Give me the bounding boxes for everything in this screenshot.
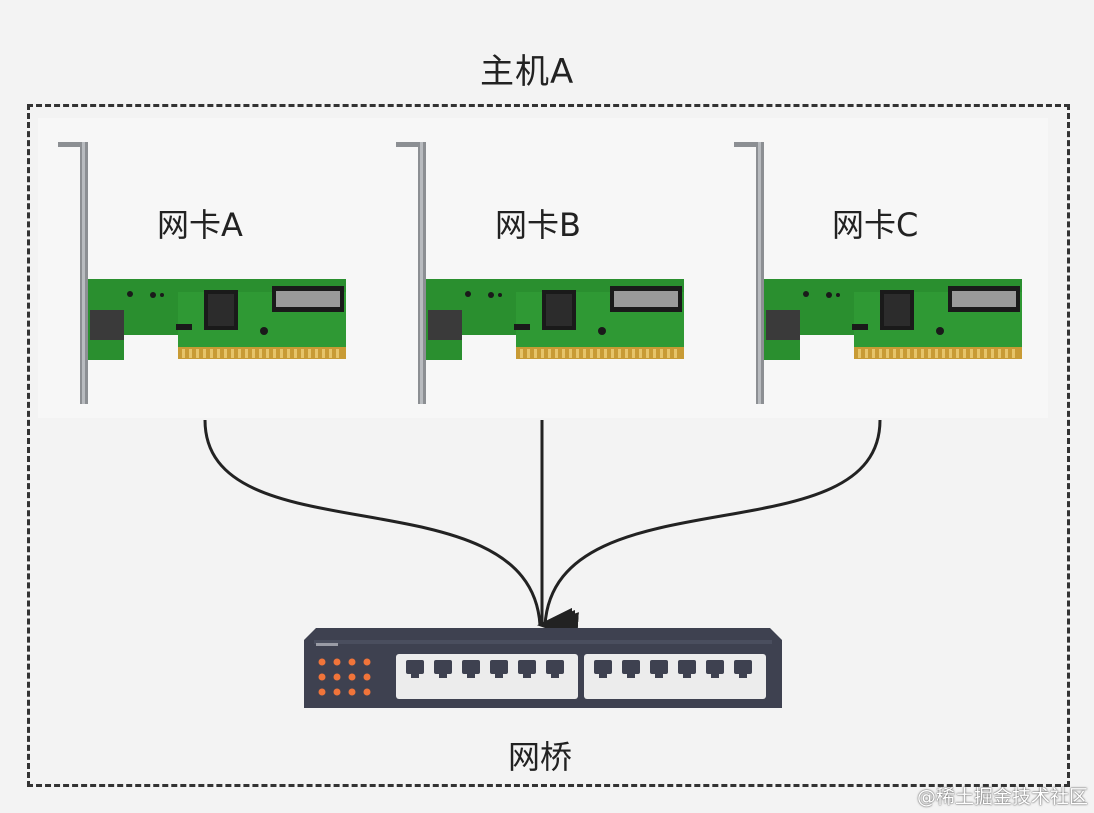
connector-nic-c-to-bridge <box>542 419 882 643</box>
nic-label-a: 网卡A <box>157 206 243 244</box>
host-title: 主机A <box>480 52 575 92</box>
connector-nic-a-to-bridge <box>203 419 574 638</box>
bridge-switch-icon <box>304 628 782 708</box>
nic-panel <box>38 118 1048 418</box>
nic-card-c <box>734 142 1022 404</box>
host-boundary <box>27 104 1070 787</box>
bridge-label: 网桥 <box>508 738 573 776</box>
nic-label-b: 网卡B <box>495 206 581 244</box>
nic-card-b <box>396 142 684 404</box>
nic-label-c: 网卡C <box>832 206 919 244</box>
watermark: @稀土掘金技术社区 <box>916 786 1088 808</box>
nic-card-a <box>58 142 346 404</box>
